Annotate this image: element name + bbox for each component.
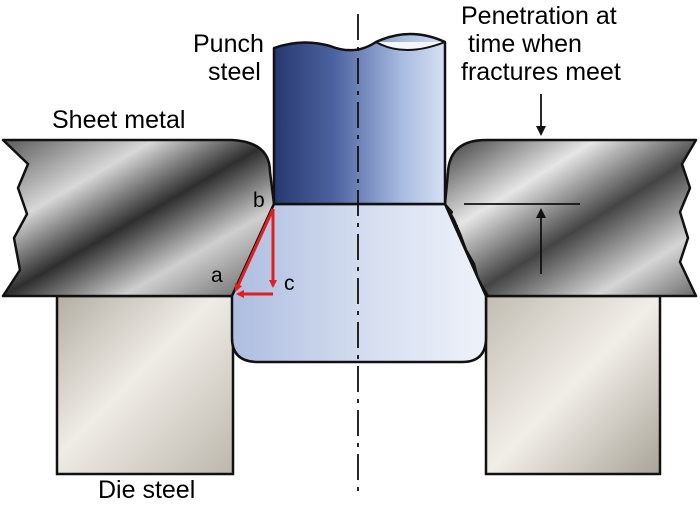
point-a-label: a	[211, 264, 223, 287]
penetration-label-line3: fractures meet	[461, 58, 621, 86]
point-c-label: c	[284, 272, 295, 295]
slug	[230, 202, 488, 364]
punch-label-line2: steel	[208, 58, 261, 86]
die-steel-label: Die steel	[98, 476, 195, 504]
die-steel-right	[484, 294, 662, 476]
sheet-metal-left	[1, 138, 276, 298]
punch-label-line1: Punch	[193, 30, 264, 58]
penetration-label-line1: Penetration at	[461, 2, 617, 30]
sheet-metal-label: Sheet metal	[52, 106, 185, 134]
vector-b-to-a	[234, 208, 275, 292]
punch-steel	[272, 32, 447, 206]
penetration-label-line2: time when	[468, 30, 582, 58]
sheet-metal-right	[443, 138, 698, 298]
die-steel-left	[55, 294, 235, 476]
point-b-label: b	[253, 189, 265, 212]
punch-top-cut	[375, 41, 446, 51]
